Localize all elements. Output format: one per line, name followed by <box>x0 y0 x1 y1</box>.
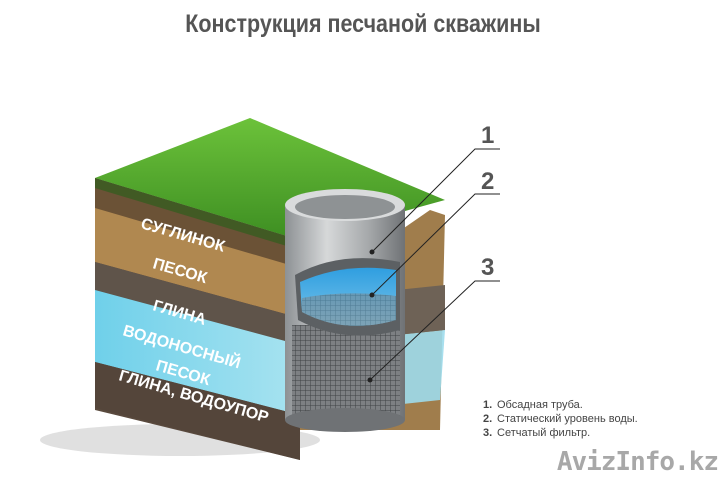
legend: 1. Обсадная труба. 2. Статический уровен… <box>483 398 638 440</box>
legend-item: 2. Статический уровень воды. <box>483 413 638 425</box>
legend-item: 1. Обсадная труба. <box>483 399 583 411</box>
callout-number-1: 1 <box>481 122 494 149</box>
mesh-filter <box>292 325 400 420</box>
callout-number-3: 3 <box>481 254 494 281</box>
callout-lines <box>369 148 500 381</box>
casing-pipe <box>285 189 405 432</box>
watermark: AvizInfo.kz <box>556 447 719 477</box>
callout-number-2: 2 <box>481 168 494 195</box>
legend-item: 3. Сетчатый фильтр. <box>483 427 591 439</box>
diagram-title: Конструкция песчаной скважины <box>185 10 541 38</box>
